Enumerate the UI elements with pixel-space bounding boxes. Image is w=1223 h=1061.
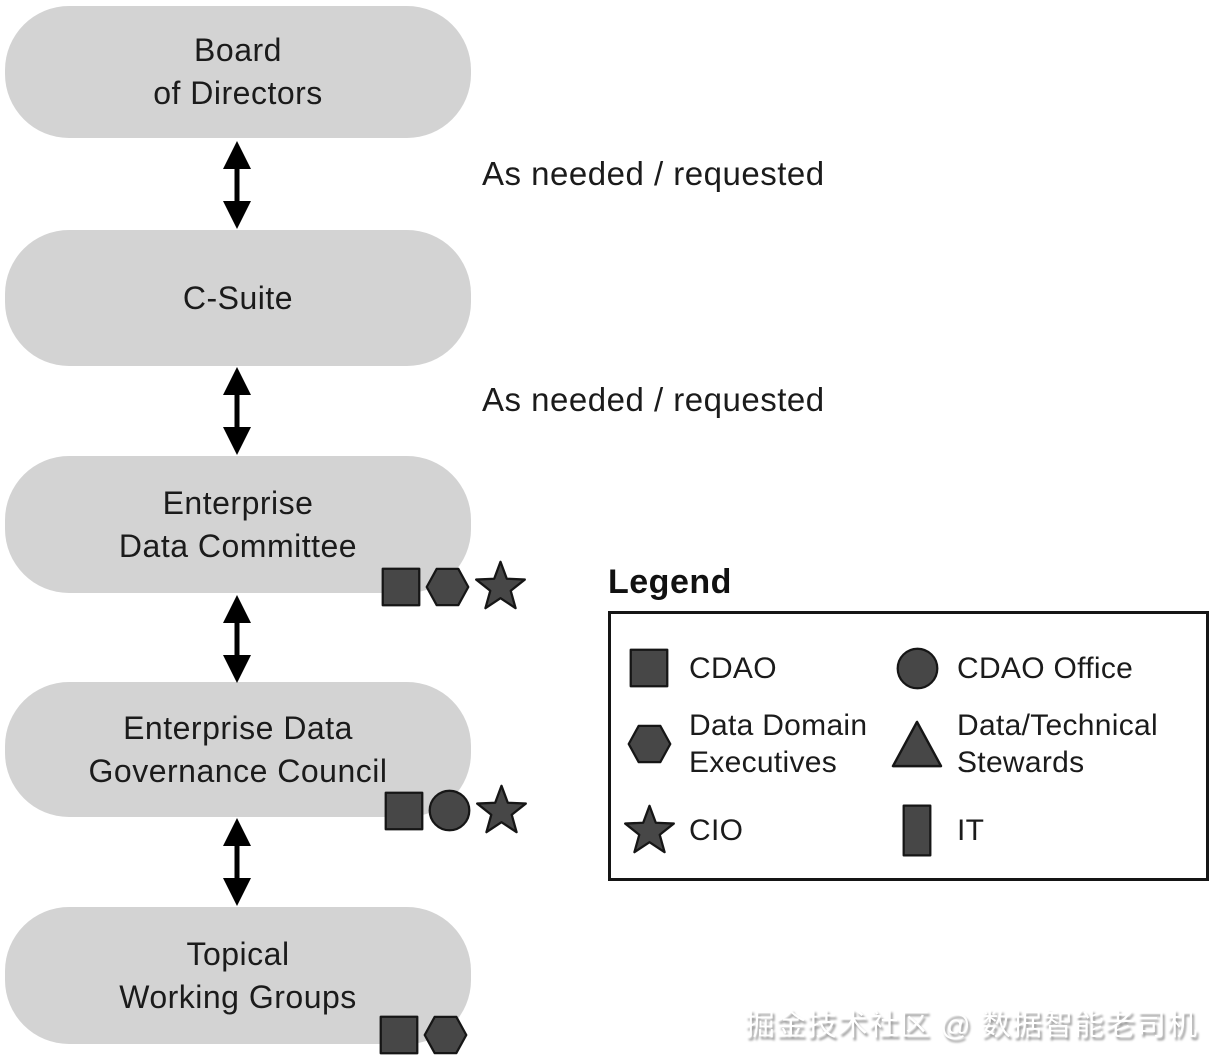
legend-item-data-technical-stewards: Data/Technical Stewards: [889, 706, 1158, 782]
node-label-enterprise-data-governance-council: Enterprise Data Governance Council: [88, 709, 388, 789]
it-rect-icon: [902, 804, 932, 856]
legend-label: CIO: [689, 813, 744, 847]
hexagon-icon: [425, 567, 470, 606]
node-label-board-of-directors: Board of Directors: [153, 32, 323, 111]
legend-icon-wrap: [621, 647, 677, 689]
node-topical-working-groups: Topical Working Groups: [5, 907, 471, 1044]
hexagon-icon: [423, 1015, 468, 1055]
watermark-text: 掘金技术社区 @ 数据智能老司机: [744, 1009, 1198, 1042]
node-label-c-suite: C-Suite: [182, 279, 294, 316]
double-arrow-icon: [220, 817, 254, 912]
legend-box: CDAO CDAO Office Data Domain Executives …: [608, 611, 1209, 881]
square-icon: [381, 567, 421, 606]
legend-icon-wrap: [621, 723, 677, 765]
double-arrow-icon: [220, 140, 254, 235]
legend-label: Data Domain Executives: [689, 709, 868, 779]
legend-label: IT: [957, 813, 985, 847]
square-icon: [629, 648, 669, 688]
legend-item-cdao-office: CDAO Office: [889, 630, 1133, 706]
node-enterprise-data-committee: Enterprise Data Committee: [5, 456, 471, 593]
square-icon: [384, 791, 424, 830]
legend-label: CDAO Office: [957, 651, 1134, 685]
circle-icon: [428, 789, 471, 832]
connector-label: As needed / requested: [482, 381, 825, 418]
circle-icon: [896, 647, 938, 689]
triangle-icon: [891, 720, 943, 768]
square-icon: [379, 1015, 419, 1055]
node-board-of-directors: Board of Directors: [5, 6, 471, 138]
legend-icon-wrap: [889, 719, 945, 769]
hexagon-icon: [627, 724, 671, 764]
legend-item-cio: CIO: [621, 792, 743, 868]
legend-icon-wrap: [889, 646, 945, 691]
node-badges-enterprise-data-governance-council: [383, 784, 529, 837]
legend-icon-wrap: [889, 802, 945, 859]
legend-title: Legend: [608, 563, 732, 601]
node-c-suite: C-Suite: [5, 230, 471, 366]
connector-label: As needed / requested: [482, 155, 825, 192]
node-badges-enterprise-data-committee: [380, 560, 528, 613]
double-arrow-icon: [220, 366, 254, 461]
node-label-topical-working-groups: Topical Working Groups: [119, 935, 357, 1015]
double-arrow-icon: [220, 594, 254, 689]
legend-label: CDAO: [689, 651, 777, 685]
legend-label: Data/Technical Stewards: [957, 709, 1158, 779]
node-badges-topical-working-groups: [378, 1014, 469, 1056]
legend-item-it: IT: [889, 792, 984, 868]
star-icon: [476, 784, 527, 834]
star-icon: [475, 560, 526, 610]
legend-icon-wrap: [621, 804, 677, 857]
legend-item-data-domain-executives: Data Domain Executives: [621, 706, 867, 782]
node-label-enterprise-data-committee: Enterprise Data Committee: [118, 484, 358, 564]
star-icon: [623, 804, 675, 853]
legend-item-cdao: CDAO: [621, 630, 777, 706]
